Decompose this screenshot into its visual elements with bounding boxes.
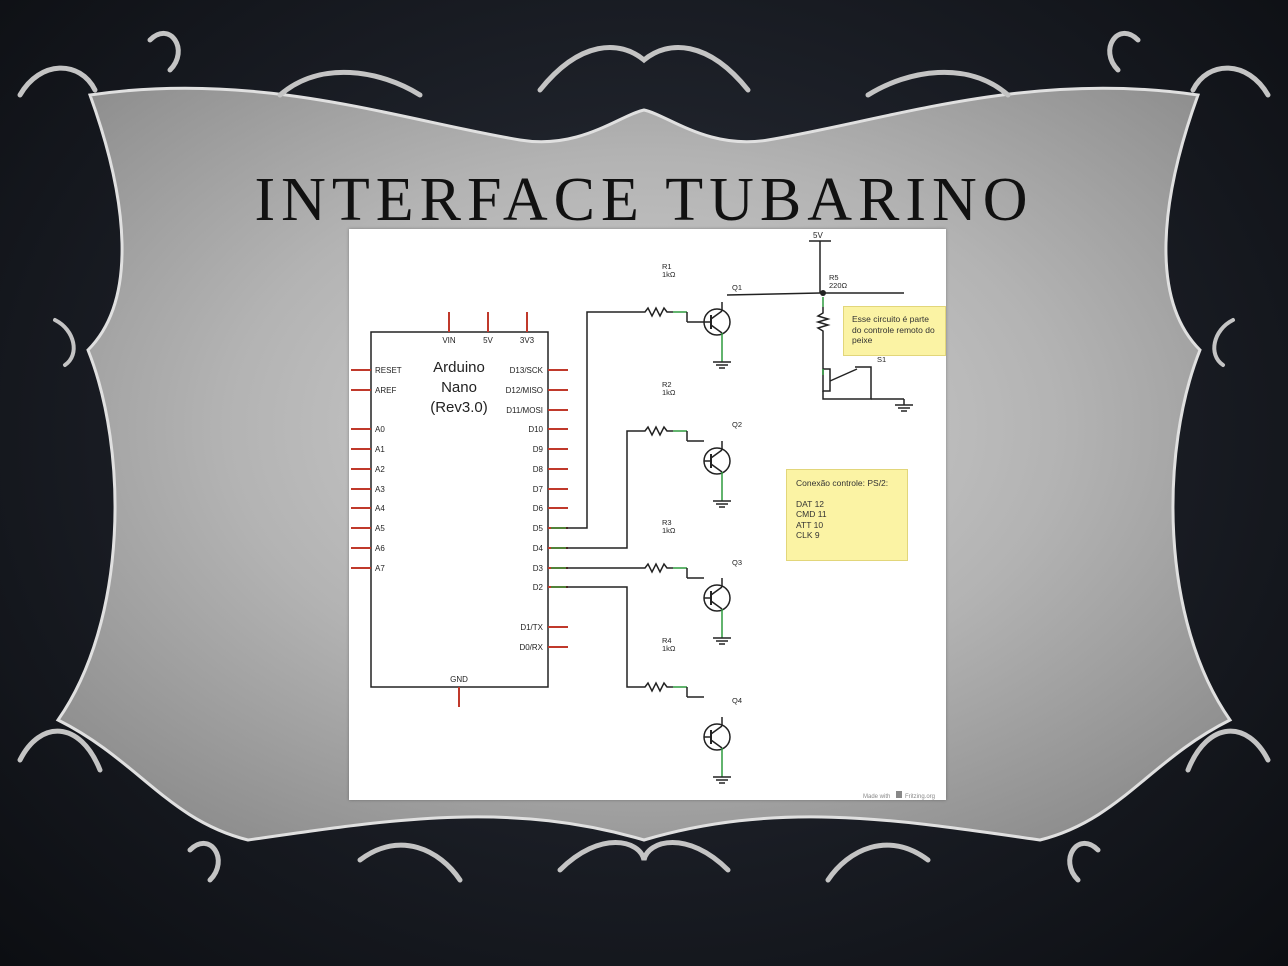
q2-label: Q2: [732, 420, 742, 429]
r4-name: R4: [662, 636, 672, 645]
q1-collector-wire: [726, 292, 904, 296]
transistor-collector: [710, 449, 723, 459]
pin-label: A7: [375, 564, 385, 573]
pin-label: 5V: [483, 336, 493, 345]
pin-label: D5: [533, 524, 544, 533]
pin-label: D4: [533, 544, 544, 553]
flourish-bottom: [17, 728, 1271, 883]
note-circuit-line: Esse circuito é parte: [852, 314, 930, 324]
note-circuit-line: peixe: [852, 335, 873, 345]
r1-value: 1kΩ: [662, 270, 676, 279]
fritzing-brand: Fritzing.org: [905, 794, 935, 800]
wire-d5-r1: [566, 311, 639, 529]
pin-label: VIN: [442, 336, 456, 345]
transistor-collector: [710, 725, 723, 735]
transistor-emitter: [710, 324, 723, 334]
pin-label: D12/MISO: [506, 386, 543, 395]
r3-name: R3: [662, 518, 672, 527]
junction-dot: [820, 290, 826, 296]
pin-label: D9: [533, 445, 544, 454]
note-controller-line: CLK 9: [796, 530, 820, 540]
note-controller-line: CMD 11: [796, 509, 827, 519]
q1-label: Q1: [732, 283, 742, 292]
flourish-sides: [53, 318, 1235, 367]
r4-value: 1kΩ: [662, 644, 676, 653]
pin-label: A2: [375, 465, 385, 474]
resistor-symbol: [639, 562, 673, 574]
spacer: [796, 489, 898, 499]
r5-value: 220Ω: [829, 281, 848, 290]
note-controller-line: ATT 10: [796, 519, 824, 530]
pin-label: D6: [533, 504, 544, 513]
fritzing-logo-icon: [896, 791, 902, 798]
arduino-name-line: Arduino: [433, 359, 485, 376]
wire-d4-r2: [566, 430, 639, 549]
resistor-symbol: [639, 306, 673, 318]
supply-label: 5V: [813, 231, 823, 240]
wire-d2-r4: [566, 586, 639, 688]
pin-label: D0/RX: [519, 643, 543, 652]
slide-title: INTERFACE TUBARINO: [254, 166, 1034, 234]
r2-value: 1kΩ: [662, 388, 676, 397]
resistor-group: [639, 306, 704, 698]
r1-name: R1: [662, 262, 672, 271]
resistor-symbol: [639, 425, 673, 437]
transistor-collector: [710, 586, 723, 596]
pin-label: D3: [533, 564, 544, 573]
resistor-symbol: [639, 681, 673, 693]
pin-label: D8: [533, 465, 544, 474]
transistor-emitter: [710, 600, 723, 610]
arduino-name-line: Nano: [441, 379, 477, 396]
note-controller: Conexão controle: PS/2: DAT 12 CMD 11 AT…: [786, 469, 908, 561]
arduino-bottom-pin: GND: [450, 675, 468, 707]
note-circuit: Esse circuito é parte do controle remoto…: [843, 306, 946, 356]
pin-label: A1: [375, 445, 385, 454]
supply-section: [726, 240, 913, 412]
transistor-emitter: [710, 463, 723, 473]
wires: [566, 311, 639, 688]
pin-label: AREF: [375, 386, 396, 395]
r5-name: R5: [829, 273, 839, 282]
pin-label: D13/SCK: [510, 366, 544, 375]
q4-label: Q4: [732, 696, 742, 705]
pin-label: GND: [450, 675, 468, 684]
pin-label: 3V3: [520, 336, 535, 345]
note-controller-line: DAT 12: [796, 498, 825, 509]
transistor-emitter: [710, 739, 723, 749]
arduino-top-pins: VIN 5V 3V3: [442, 312, 535, 345]
flourish-top: [17, 31, 1271, 98]
arduino-right-pins: D13/SCK D12/MISO D11/MOSI D10D9D8D7D6D5D4D3…: [506, 366, 568, 652]
pin-label: D10: [528, 425, 543, 434]
r2-name: R2: [662, 380, 672, 389]
pin-label: D7: [533, 485, 544, 494]
note-controller-title: Conexão controle: PS/2:: [796, 478, 889, 488]
transistor-collector: [710, 310, 723, 320]
pin-label: A5: [375, 524, 385, 533]
pin-label: A0: [375, 425, 385, 434]
q3-label: Q3: [732, 558, 742, 567]
made-with-label: Made with: [863, 794, 890, 800]
transistor-group: [703, 302, 731, 784]
note-circuit-line: do controle remoto do: [852, 324, 935, 335]
r5-symbol: [815, 307, 831, 339]
pin-label: A6: [375, 544, 385, 553]
s1-switch: [822, 368, 831, 392]
pin-label: D2: [533, 583, 544, 592]
pin-label: A4: [375, 504, 385, 513]
r3-value: 1kΩ: [662, 526, 676, 535]
pin-label: D1/TX: [520, 623, 543, 632]
pin-label: RESET: [375, 366, 402, 375]
wire-green-ends: [551, 527, 566, 588]
s1-label: S1: [877, 355, 886, 364]
arduino-name-line: (Rev3.0): [430, 399, 488, 416]
pin-label: D11/MOSI: [506, 406, 543, 415]
pin-label: A3: [375, 485, 385, 494]
